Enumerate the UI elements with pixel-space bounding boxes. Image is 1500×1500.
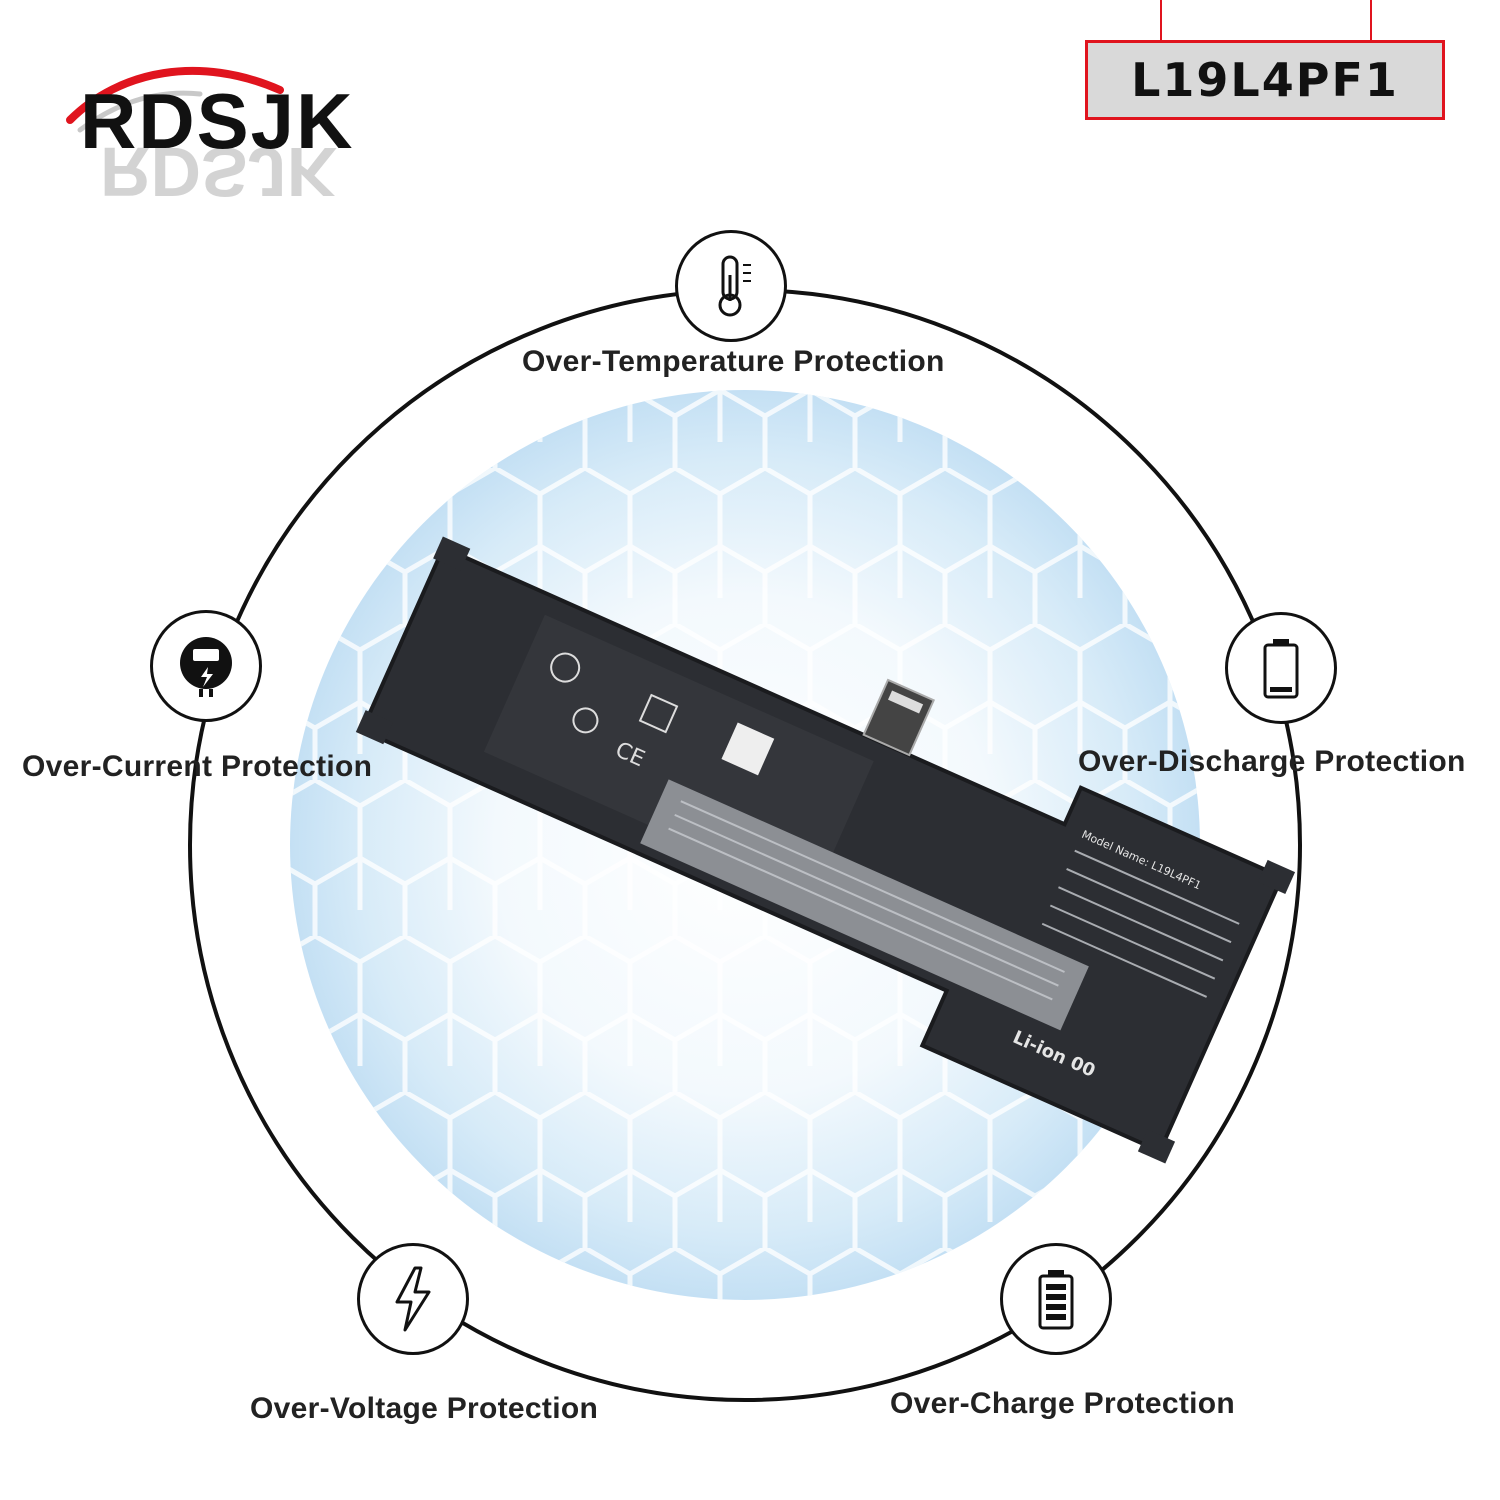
svg-text:CE: CE	[611, 738, 648, 773]
over-charge-circle	[1000, 1243, 1112, 1355]
over-voltage-circle	[357, 1243, 469, 1355]
over-temperature-label: Over-Temperature Protection	[522, 345, 945, 378]
model-badge: L19L4PF1	[1085, 40, 1445, 120]
model-code: L19L4PF1	[1131, 53, 1399, 107]
svg-text:RDSJK: RDSJK	[100, 133, 337, 200]
outer-ring	[188, 288, 1302, 1402]
model-connector-left	[1160, 0, 1162, 40]
lightning-icon	[395, 1266, 431, 1332]
over-current-circle	[150, 610, 262, 722]
battery-chem-label: Li-ion 00	[1010, 1027, 1099, 1082]
hex-pattern	[290, 390, 1200, 1300]
thermometer-icon	[718, 255, 751, 317]
over-discharge-label: Over-Discharge Protection	[1078, 745, 1466, 778]
battery-icon	[1263, 639, 1299, 699]
brand-name: RDSJK	[80, 77, 354, 165]
current-meter-icon	[180, 637, 232, 697]
over-discharge-circle	[1225, 612, 1337, 724]
battery-image: CE Li-ion 00 Model Name: L19L4PF1	[355, 536, 1296, 1164]
brand-logo: RDSJK RDSJK	[60, 60, 480, 200]
battery-charge-icon	[1038, 1270, 1074, 1330]
over-current-label: Over-Current Protection	[22, 750, 373, 783]
over-charge-label: Over-Charge Protection	[890, 1387, 1236, 1420]
over-temperature-circle	[675, 230, 787, 342]
inner-disc	[290, 390, 1200, 1300]
model-connector-right	[1370, 0, 1372, 40]
battery-model-label: Model Name: L19L4PF1	[1080, 828, 1203, 893]
over-voltage-label: Over-Voltage Protection	[250, 1392, 599, 1425]
